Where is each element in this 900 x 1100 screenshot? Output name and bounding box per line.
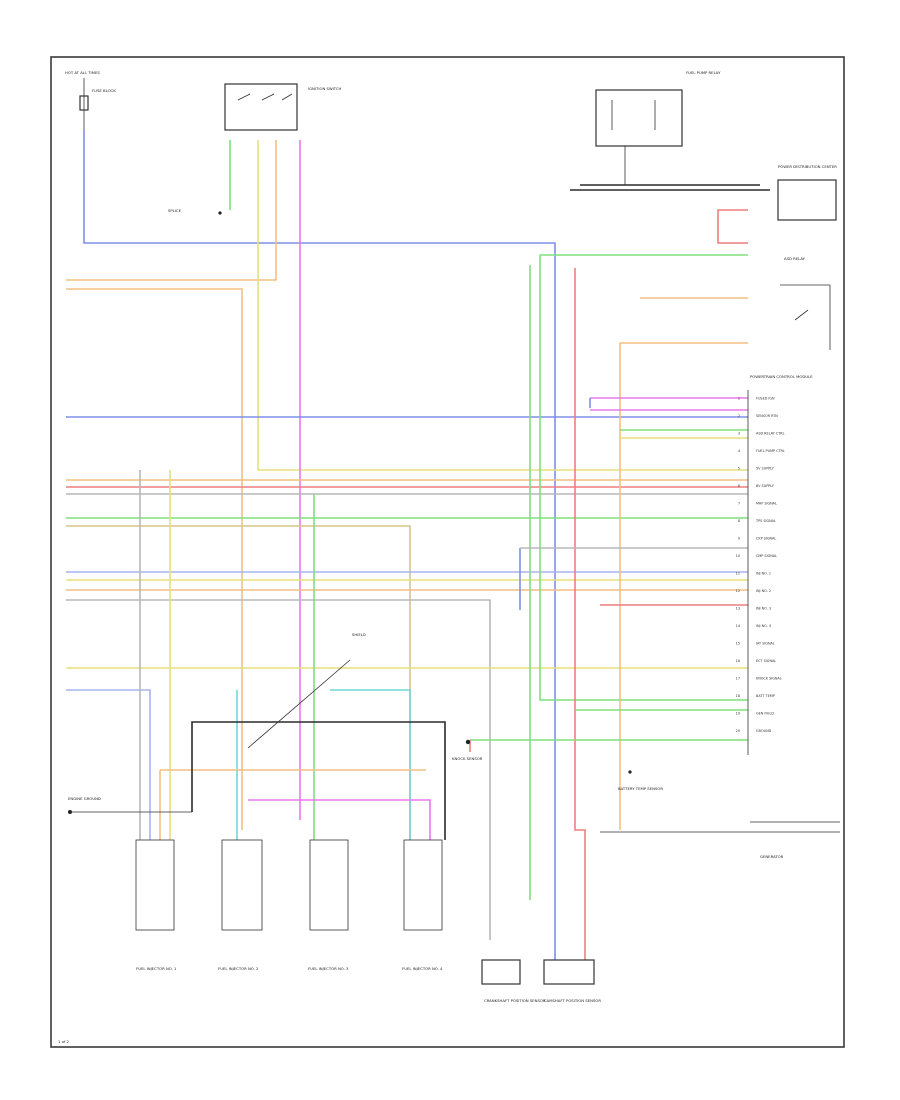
ignition-switch: IGNITION SWITCH SPLICE: [168, 83, 342, 215]
pcm-pin-name: ECT SIGNAL: [756, 659, 776, 663]
pcm-pin-number: 1: [738, 397, 740, 401]
cmp-sensor-label: CAMSHAFT POSITION SENSOR: [544, 998, 601, 1003]
pcm-pin-number: 19: [736, 712, 740, 716]
pcm-pin-name: INJ NO. 2: [756, 589, 771, 593]
knock-sensor: KNOCK SENSOR: [452, 739, 483, 761]
ckp-sensor-label: CRANKSHAFT POSITION SENSOR: [484, 998, 546, 1003]
pcm-pin-number: 9: [738, 537, 740, 541]
wire-orange-2: [66, 288, 243, 830]
splice-label: SPLICE: [168, 208, 182, 213]
pcm-pin-list: 1 FUSED IGN 2 SENSOR RTN 3 ASD RELAY CTRL 4 FUE…: [736, 397, 785, 734]
power-distribution-center: POWER DISTRIBUTION CENTER: [777, 164, 837, 221]
wire-red-2: [574, 268, 586, 960]
injector-3: FUEL INJECTOR NO. 3: [308, 839, 349, 971]
ckp-sensor: CRANKSHAFT POSITION SENSOR: [481, 959, 546, 1003]
pcm-connector: POWERTRAIN CONTROL MODULE 1 FUSED IGN 2 SEN…: [736, 374, 813, 755]
cmp-sensor: CAMSHAFT POSITION SENSOR: [543, 959, 601, 1003]
injector-1: FUEL INJECTOR NO. 1: [135, 839, 177, 971]
ignition-switch-label: IGNITION SWITCH: [308, 86, 342, 91]
pcm-pin-number: 10: [736, 554, 740, 558]
pcm-pin-number: 2: [738, 414, 740, 418]
pcm-pin-name: TPS SIGNAL: [755, 519, 776, 523]
pcm-pin-number: 8: [738, 519, 740, 523]
pcm-pin-name: FUSED IGN: [756, 397, 775, 401]
pcm-pin-number: 3: [738, 432, 740, 436]
knock-sensor-label: KNOCK SENSOR: [452, 756, 483, 761]
wire-red-3: [717, 209, 748, 244]
injector-2: FUEL INJECTOR NO. 2: [218, 839, 263, 971]
fuel-injectors: FUEL INJECTOR NO. 1 FUEL INJECTOR NO. 2 …: [135, 839, 443, 971]
engine-ground: ENGINE GROUND: [68, 796, 192, 814]
diagram-frame: [50, 56, 845, 1048]
pcm-pin-name: FUEL PUMP CTRL: [756, 449, 785, 453]
wire-blue-1: [83, 130, 556, 960]
pcm-pin-name: INJ NO. 3: [756, 607, 771, 611]
wire-tan-1: [66, 525, 411, 840]
fuse-block-label: FUSE BLOCK: [92, 88, 116, 93]
generator: GENERATOR BATTERY TEMP SENSOR: [600, 770, 840, 859]
pcm-pin-name: ASD RELAY CTRL: [756, 432, 785, 436]
injector-2-label: FUEL INJECTOR NO. 2: [218, 966, 259, 971]
pcm-label: POWERTRAIN CONTROL MODULE: [750, 374, 813, 379]
pcm-pin-number: 14: [736, 624, 740, 628]
generator-label: GENERATOR: [760, 854, 784, 859]
pcm-pin-number: 7: [738, 502, 740, 506]
pcm-pin-name: GEN FIELD: [756, 712, 774, 716]
pcm-pin-name: GROUND: [756, 729, 772, 733]
wire-magenta-2: [248, 799, 431, 840]
pcm-pin-number: 4: [738, 449, 740, 453]
pcm-pin-number: 11: [736, 572, 740, 576]
wire-gray-2: [66, 599, 491, 940]
pcm-pin-name: 8V SUPPLY: [756, 484, 775, 488]
pcm-pin-name: BATT TEMP: [756, 694, 775, 698]
pcm-pin-name: INJ NO. 1: [756, 572, 771, 576]
pcm-pin-number: 20: [736, 729, 740, 733]
pcm-pin-number: 18: [736, 694, 740, 698]
wire-black-1: [191, 721, 446, 840]
pcm-pin-number: 6: [738, 484, 740, 488]
injector-4-label: FUEL INJECTOR NO. 4: [402, 966, 443, 971]
wire-green-4: [539, 255, 748, 701]
pcm-pin-number: 5: [738, 467, 740, 471]
injector-4: FUEL INJECTOR NO. 4: [402, 839, 443, 971]
page-number: 1 of 2: [58, 1039, 69, 1044]
pcm-pin-number: 13: [736, 607, 740, 611]
pcm-pin-number: 17: [736, 677, 740, 681]
pcm-pin-name: CKP SIGNAL: [756, 537, 776, 541]
pcm-pin-name: IAT SIGNAL: [756, 642, 775, 646]
wire-cyan-2: [330, 689, 411, 840]
asd-relay-label: ASD RELAY: [784, 256, 806, 261]
wire-orange-1: [66, 140, 277, 281]
battery-temp-label: BATTERY TEMP SENSOR: [618, 786, 663, 791]
wire-yellow-1: [257, 140, 748, 471]
fuel-pump-relay-label: FUEL PUMP RELAY: [686, 70, 721, 75]
asd-relay: ASD RELAY: [780, 256, 831, 350]
pdc-label: POWER DISTRIBUTION CENTER: [778, 164, 837, 169]
pcm-pin-number: 15: [736, 642, 740, 646]
engine-ground-label: ENGINE GROUND: [68, 796, 101, 801]
fuel-pump-relay: FUEL PUMP RELAY: [595, 70, 721, 185]
pcm-pin-name: SENSOR RTN: [756, 414, 778, 418]
pcm-pin-name: KNOCK SIGNAL: [756, 677, 782, 681]
shield-callout: SHIELD: [247, 632, 366, 749]
pcm-pin-number: 16: [736, 659, 740, 663]
pcm-pin-name: MAP SIGNAL: [756, 502, 777, 506]
injector-1-label: FUEL INJECTOR NO. 1: [136, 966, 177, 971]
fuse-hot-at-all-times: HOT AT ALL TIMES FUSE BLOCK: [65, 70, 116, 130]
wire-lightblue-2: [66, 689, 151, 840]
pcm-pin-name: INJ NO. 4: [756, 624, 771, 628]
pcm-pin-name: CMP SIGNAL: [756, 554, 777, 558]
shield-label: SHIELD: [352, 632, 366, 637]
injector-3-label: FUEL INJECTOR NO. 3: [308, 966, 349, 971]
wires-group: [66, 130, 770, 960]
pcm-pin-number: 12: [736, 589, 740, 593]
pcm-pin-name: 5V SUPPLY: [756, 467, 775, 471]
hot-at-all-times-label: HOT AT ALL TIMES: [65, 70, 100, 75]
